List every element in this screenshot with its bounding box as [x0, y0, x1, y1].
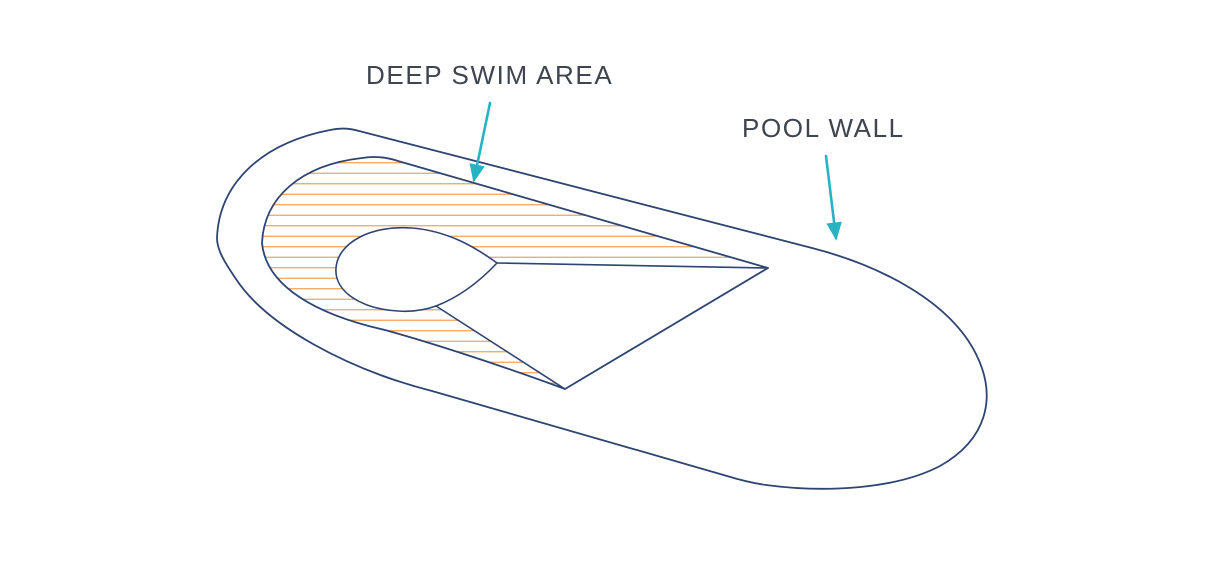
swim-out-ledge-outline	[335, 226, 498, 313]
hopper-side-edge-line	[435, 305, 566, 390]
pool-wall-arrow	[824, 154, 842, 241]
pool-wall-label: POOL WALL	[742, 113, 905, 143]
pool-wall-outline	[216, 127, 988, 490]
deep-swim-area-outline	[261, 156, 769, 390]
deep-swim-area-arrow	[469, 101, 492, 183]
deep-swim-area-label: DEEP SWIM AREA	[366, 60, 614, 90]
hopper-top-edge-line	[496, 262, 769, 269]
hopper-floor-region	[436, 263, 768, 389]
